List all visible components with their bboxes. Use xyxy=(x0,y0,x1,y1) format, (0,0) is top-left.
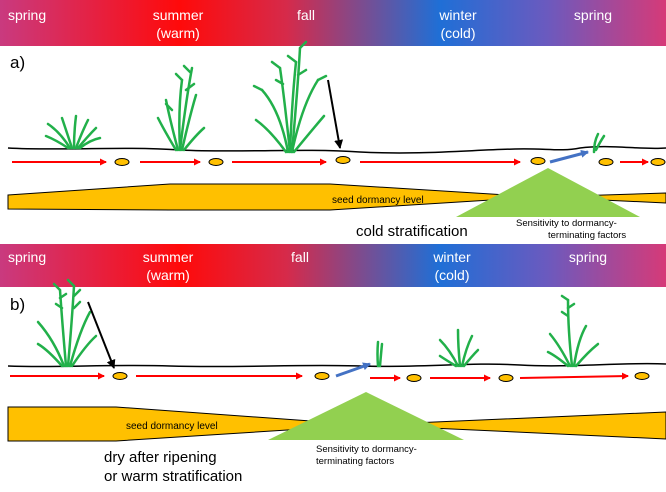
dormancy-band-a xyxy=(7,183,541,211)
sensitivity-triangle-b xyxy=(268,392,464,440)
grass-plant-b1 xyxy=(36,278,98,368)
sensitivity-label-b1: Sensitivity to dormancy- xyxy=(316,444,417,455)
panel-b: spring summer (warm) fall winter (cold) … xyxy=(0,244,666,485)
caption-b2: or warm stratification xyxy=(104,468,242,485)
panel-a: spring summer (warm) fall winter (cold) … xyxy=(0,0,666,241)
dispersal-arrow-b xyxy=(87,301,116,369)
germination-arrow-b xyxy=(335,362,371,378)
dormancy-label-b: seed dormancy level xyxy=(126,421,218,432)
seeds-a xyxy=(114,156,666,166)
season-summer-b: summer xyxy=(143,249,194,265)
sensitivity-label-a1: Sensitivity to dormancy- xyxy=(516,218,617,229)
red-arrows-b xyxy=(10,372,629,382)
grass-plant-b3 xyxy=(546,294,600,368)
season-winter-sub-b: (cold) xyxy=(434,267,469,283)
season-fall-a: fall xyxy=(297,7,315,23)
germination-arrow-a xyxy=(549,149,589,164)
season-fall-b: fall xyxy=(291,249,309,265)
season-spring2-b: spring xyxy=(569,249,607,265)
season-summer-sub-b: (warm) xyxy=(146,267,190,283)
grass-plant-a3 xyxy=(252,40,328,154)
panel-label-b: b) xyxy=(10,295,25,314)
sensitivity-label-a2: terminating factors xyxy=(548,230,626,241)
sensitivity-label-b2: terminating factors xyxy=(316,456,394,467)
season-bar-a xyxy=(0,0,666,46)
season-bar-b xyxy=(0,244,666,287)
caption-b1: dry after ripening xyxy=(104,449,217,466)
dormancy-label-a: seed dormancy level xyxy=(332,195,424,206)
season-summer-sub-a: (warm) xyxy=(156,25,200,41)
season-spring2-a: spring xyxy=(574,7,612,23)
caption-a: cold stratification xyxy=(356,223,468,240)
season-spring-a: spring xyxy=(8,7,46,23)
season-winter-a: winter xyxy=(438,7,477,23)
dispersal-arrow-a xyxy=(327,79,344,149)
seedling-b xyxy=(376,340,384,368)
grass-plant-a1 xyxy=(44,114,102,150)
panel-label-a: a) xyxy=(10,53,25,72)
panel-separator xyxy=(0,242,666,244)
sensitivity-triangle-a xyxy=(456,168,640,217)
grass-plant-b2 xyxy=(438,328,480,368)
season-winter-sub-a: (cold) xyxy=(440,25,475,41)
dormancy-band-b xyxy=(7,406,367,442)
season-winter-b: winter xyxy=(432,249,471,265)
seedling-a xyxy=(592,132,606,154)
dormancy-tail-b xyxy=(365,411,666,440)
season-spring-b: spring xyxy=(8,249,46,265)
ground-line-a xyxy=(7,145,666,154)
season-summer-a: summer xyxy=(153,7,204,23)
grass-plant-a2 xyxy=(156,64,206,152)
seeds-b xyxy=(112,372,650,382)
